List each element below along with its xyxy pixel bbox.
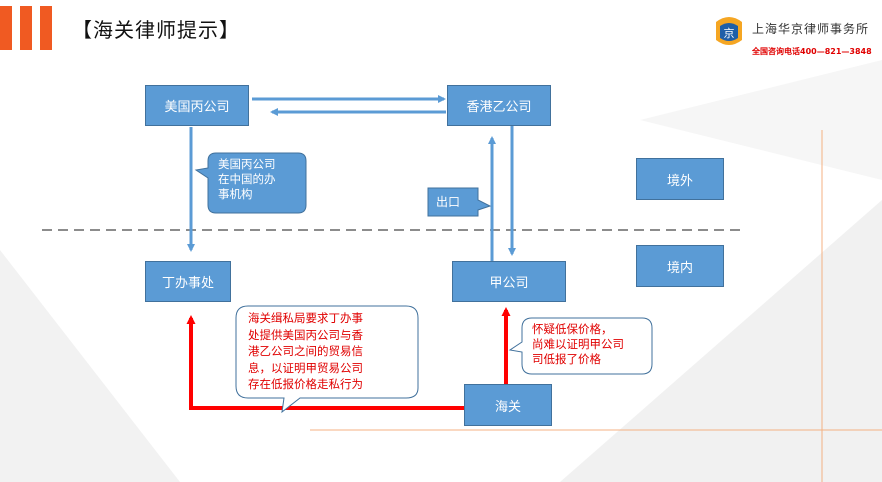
customs-request-line: 海关缉私局要求丁办事 — [248, 311, 363, 325]
office-note-line: 在中国的办 — [218, 172, 276, 186]
accent-bar-1 — [0, 6, 12, 50]
node-hk-company: 香港乙公司 — [447, 85, 551, 126]
accent-bar-2 — [20, 6, 32, 50]
region-label-overseas: 境外 — [636, 158, 724, 200]
office-note-callout-shape — [194, 152, 307, 214]
suspicion-note-line: 司低报了价格 — [532, 352, 601, 366]
customs-request-callout-shape — [235, 305, 419, 414]
suspicion-note-line: 怀疑低保价格， — [532, 322, 613, 336]
law-firm-name: 上海华京律师事务所 — [752, 22, 870, 36]
node-a-company: 甲公司 — [452, 261, 566, 302]
law-firm-hotline: 全国咨询电话400—821—3848 — [752, 47, 872, 56]
logo-mark-text: 京 — [724, 26, 735, 40]
node-customs: 海关 — [464, 384, 552, 426]
arrow-customs-to-d-office — [186, 315, 468, 410]
office-note-line: 美国丙公司 — [218, 157, 276, 171]
suspicion-note-line: 尚难以证明甲公司 — [532, 337, 624, 351]
law-firm-logo-icon: 京 — [716, 17, 742, 45]
office-note-text: 美国丙公司 在中国的办 事机构 — [218, 157, 276, 202]
accent-bar-3 — [40, 6, 52, 50]
region-label-domestic: 境内 — [636, 245, 724, 287]
customs-request-text: 海关缉私局要求丁办事 处提供美国丙公司与香 港乙公司之间的贸易信 息，以证明甲贸… — [248, 310, 363, 393]
export-note-text: 出口 — [436, 195, 461, 209]
customs-request-line: 息，以证明甲贸易公司 — [248, 360, 363, 375]
node-d-office: 丁办事处 — [145, 261, 231, 302]
suspicion-note-text: 怀疑低保价格， 尚难以证明甲公司 司低报了价格 — [532, 322, 624, 367]
office-note-line: 事机构 — [218, 187, 253, 201]
customs-request-line: 港乙公司之间的贸易信 — [248, 344, 363, 358]
node-us-company: 美国丙公司 — [145, 85, 249, 126]
export-note-callout-shape — [427, 187, 492, 217]
customs-request-line: 处提供美国丙公司与香 — [248, 327, 363, 342]
suspicion-note-callout-shape — [508, 317, 653, 375]
page-title: 【海关律师提示】 — [72, 18, 240, 42]
customs-request-line: 存在低报价格走私行为 — [248, 377, 363, 391]
